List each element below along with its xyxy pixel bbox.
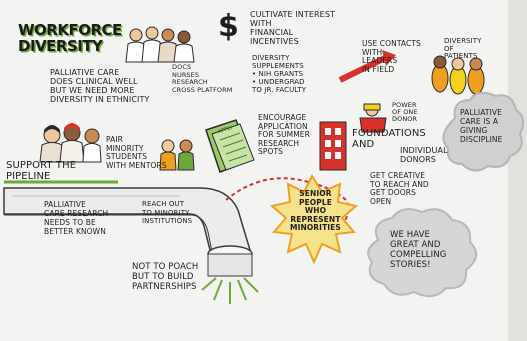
foundations-note: FOUNDATIONS AND (352, 128, 426, 150)
students-people-icon (159, 139, 195, 171)
diversity-of-patients-note: DIVERSITY OF PATIENTS (444, 37, 482, 60)
power-of-one-donor-note: POWER OF ONE DONOR (392, 101, 418, 123)
stories-cloud-icon (367, 208, 477, 298)
title: WORKFORCE DIVERSITY (18, 21, 122, 55)
giving-discipline-note: PALLIATIVE CARE IS A GIVING DISCIPLINE (460, 108, 503, 144)
individual-donors-note: INDIVIDUAL DONORS (400, 146, 448, 164)
arrow-icon (338, 50, 396, 83)
donor-icon (359, 103, 387, 133)
palliative-care-note: PALLIATIVE CARE DOES CLINICAL WELL BUT W… (50, 68, 150, 104)
dollar-sign-icon: $ (218, 9, 239, 44)
encourage-application-note: ENCOURAGE APPLICATION FOR SUMMER RESEARC… (258, 113, 310, 156)
patients-group-icon (431, 55, 485, 95)
not-to-poach-note: NOT TO POACH BUT TO BUILD PARTNERSHIPS (132, 262, 199, 292)
pair-minority-note: PAIR MINORITY STUDENTS WITH MENTORS (106, 135, 167, 170)
docs-nurses-note: DOCS NURSES RESEARCH CROSS PLATFORM (172, 63, 233, 94)
get-creative-note: GET CREATIVE TO REACH AND GET DOORS OPEN (370, 171, 429, 206)
mentor-people-icon (39, 123, 102, 163)
reach-out-note: REACH OUT TO MINORITY INSTITUTIONS (142, 200, 193, 225)
starburst-icon (269, 173, 359, 265)
pipeline-icon (3, 187, 259, 304)
research-known-note: PALLIATIVE CARE RESEARCH NEEDS TO BE BET… (44, 200, 109, 236)
diversity-supplements-note: DIVERSITY SUPPLEMENTS • NIH GRANTS • UND… (252, 54, 307, 94)
great-stories-note: WE HAVE GREAT AND COMPELLING STORIES! (390, 230, 447, 270)
diploma-icon (205, 119, 255, 173)
cultivate-interest-note: CULTIVATE INTEREST WITH FINANCIAL INCENT… (250, 10, 336, 46)
people-group-top-icon (125, 26, 195, 63)
support-pipeline-note: SUPPORT THE PIPELINE (6, 160, 77, 182)
building-icon (319, 121, 347, 171)
giving-cloud-icon (442, 91, 525, 172)
senior-people-note: SENIOR PEOPLE WHO REPRESENT MINORITIES (290, 189, 341, 232)
use-contacts-note: USE CONTACTS WITH LEADERS IN FIELD (362, 39, 421, 74)
